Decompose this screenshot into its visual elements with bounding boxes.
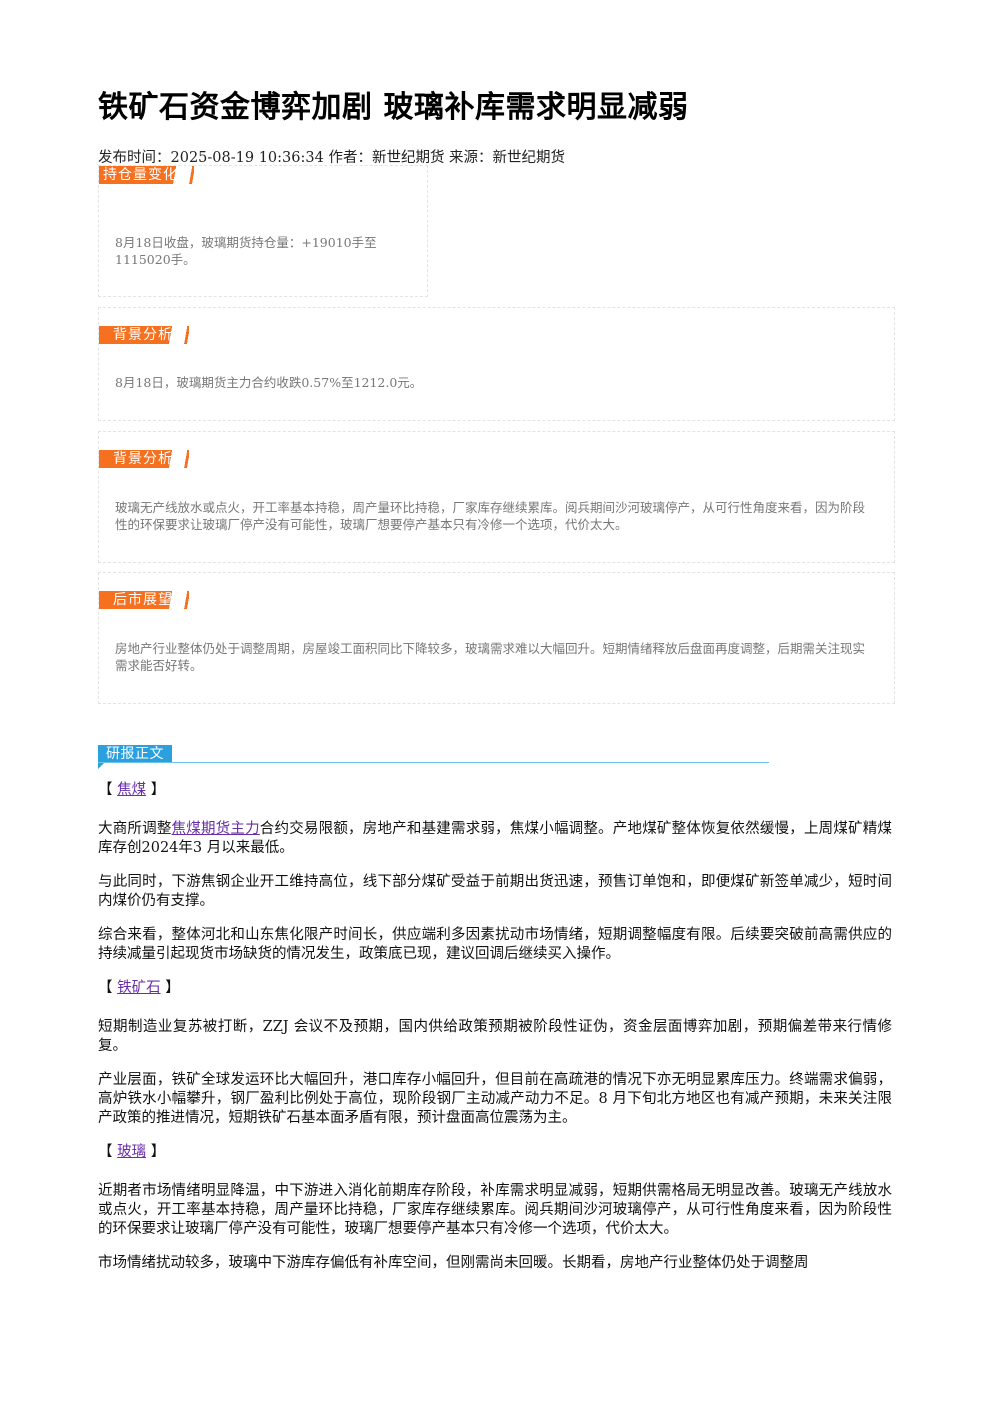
paragraph: 大商所调整焦煤期货主力合约交易限额，房地产和基建需求弱，焦煤小幅调整。产地煤矿整… xyxy=(98,821,893,856)
article-body: 【 焦煤 】 大商所调整焦煤期货主力合约交易限额，房地产和基建需求弱，焦煤小幅调… xyxy=(98,781,892,1288)
link-coke[interactable]: 焦煤 xyxy=(117,782,147,798)
summary-box-position: 持仓量变化 8月18日收盘，玻璃期货持仓量：+19010手至1115020手。 xyxy=(98,165,428,297)
article-meta: 发布时间：2025-08-19 10:36:34 作者：新世纪期货 来源：新世纪… xyxy=(98,150,566,166)
box-tag: 持仓量变化 xyxy=(99,166,194,184)
heading-coke: 【 焦煤 】 xyxy=(98,782,166,798)
paragraph: 近期者市场情绪明显降温，中下游进入消化前期库存阶段，补库需求明显减弱，短期供需格… xyxy=(98,1183,892,1237)
summary-box-background-2: 背景分析 玻璃无产线放水或点火，开工率基本持稳，周产量环比持稳，厂家库存继续累库… xyxy=(98,431,895,563)
summary-box-background-1: 背景分析 8月18日，玻璃期货主力合约收跌0.57%至1212.0元。 xyxy=(98,307,895,421)
paragraph: 综合来看，整体河北和山东焦化限产时间长，供应端利多因素扰动市场情绪，短期调整幅度… xyxy=(98,927,892,962)
paragraph: 短期制造业复苏被打断，ZZJ 会议不及预期，国内供给政策预期被阶段性证伪，资金层… xyxy=(98,1019,892,1054)
box-text: 8月18日收盘，玻璃期货持仓量：+19010手至1115020手。 xyxy=(115,235,377,267)
box-text: 玻璃无产线放水或点火，开工率基本持稳，周产量环比持稳，厂家库存继续累库。阅兵期间… xyxy=(115,500,866,532)
paragraph: 与此同时，下游焦钢企业开工维持高位，线下部分煤矿受益于前期出货迅速，预售订单饱和… xyxy=(98,874,892,909)
box-tag: 后市展望 xyxy=(99,591,189,609)
summary-box-outlook: 后市展望 房地产行业整体仍处于调整周期，房屋竣工面积同比下降较多，玻璃需求难以大… xyxy=(98,572,895,704)
box-tag: 背景分析 xyxy=(99,450,189,468)
box-text: 8月18日，玻璃期货主力合约收跌0.57%至1212.0元。 xyxy=(115,375,423,390)
section-notch xyxy=(98,763,104,769)
box-tag: 背景分析 xyxy=(99,326,189,344)
heading-glass: 【 玻璃 】 xyxy=(98,1144,166,1160)
box-text: 房地产行业整体仍处于调整周期，房屋竣工面积同比下降较多，玻璃需求难以大幅回升。短… xyxy=(115,641,866,673)
section-divider xyxy=(98,762,769,763)
page-title: 铁矿石资金博弈加剧 玻璃补库需求明显减弱 xyxy=(98,90,689,125)
link-coke-futures[interactable]: 焦煤期货主力 xyxy=(171,821,260,837)
link-iron-ore[interactable]: 铁矿石 xyxy=(117,980,161,996)
paragraph: 产业层面，铁矿全球发运环比大幅回升，港口库存小幅回升，但目前在高疏港的情况下亦无… xyxy=(98,1072,892,1126)
link-glass[interactable]: 玻璃 xyxy=(117,1144,147,1160)
section-label: 研报正文 xyxy=(98,745,172,763)
paragraph: 市场情绪扰动较多，玻璃中下游库存偏低有补库空间，但刚需尚未回暖。长期看，房地产行… xyxy=(98,1255,809,1271)
heading-iron-ore: 【 铁矿石 】 xyxy=(98,980,180,996)
